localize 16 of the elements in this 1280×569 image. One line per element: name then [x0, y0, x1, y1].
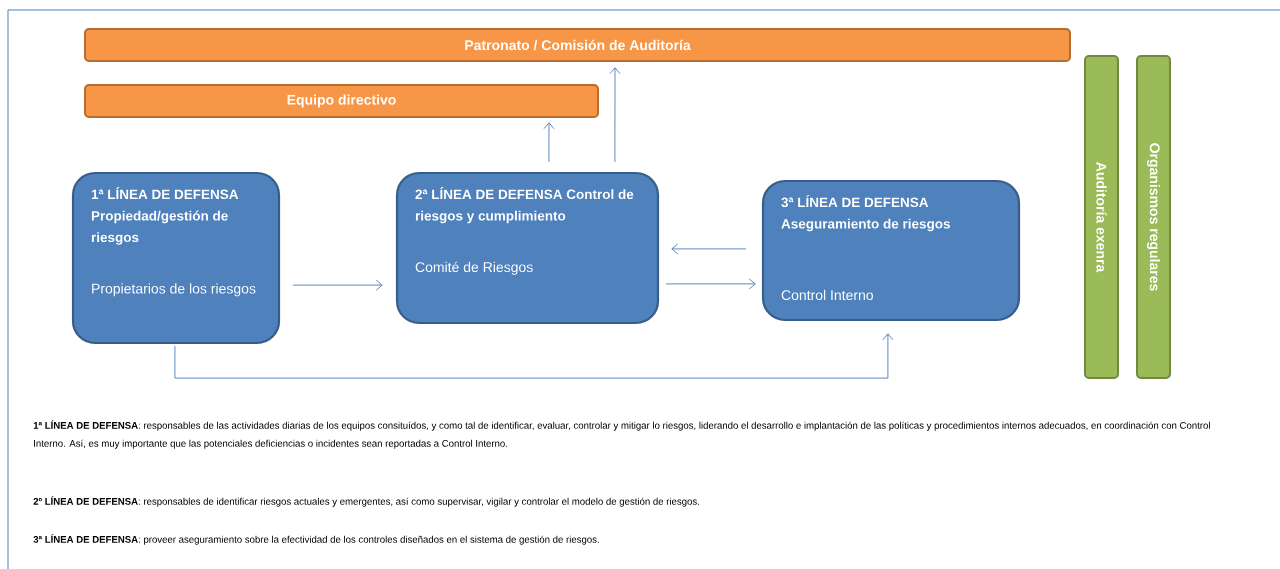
banner-box: Equipo directivo [84, 84, 599, 118]
process-box: 2ª LÍNEA DE DEFENSA Control de riesgos y cumplimiento Comité de Riesgos [395, 171, 660, 325]
arrow [174, 333, 894, 379]
arrow [671, 243, 747, 255]
banner-box: Patronato / Comisión de Auditoría [84, 28, 1071, 62]
arrow [543, 122, 555, 163]
arrow [609, 67, 621, 163]
note-paragraph: 2º LÍNEA DE DEFENSA: responsables de identificar riesgos actuales y emergentes, así como supervisar, vigilar y controlar el modelo de gestión de riesgos. [33, 496, 699, 507]
arrow [665, 278, 756, 290]
note-paragraph: 3ª LÍNEA DE DEFENSA: proveer aseguramiento sobre la efectividad de los controles diseñados en el sistema de gestión de riesgos. [33, 534, 599, 545]
arrow [292, 279, 383, 291]
note-paragraph: 1ª LÍNEA DE DEFENSA: responsables de las actividades diarias de los equipos consituídos, y como tal de identificar, evaluar, controlar y mitigar lo riesgos, liderando el desarrollo e implantación de las políticas y procedimientos internos adecuados, en coordinación con Control Interno. Así, es muy importante que las potenciales deficiencias o incidentes sean reportadas a Control Interno. [33, 420, 1210, 449]
process-box: 1ª LÍNEA DE DEFENSA Propiedad/gestión de riesgos Propietarios de los riesgos [71, 171, 281, 345]
vertical-banner: Organismos regulares [1136, 55, 1171, 379]
process-box: 3ª LÍNEA DE DEFENSA Aseguramiento de riesgos Control Interno [761, 179, 1021, 322]
vertical-banner: Auditoría exenra [1084, 55, 1119, 379]
